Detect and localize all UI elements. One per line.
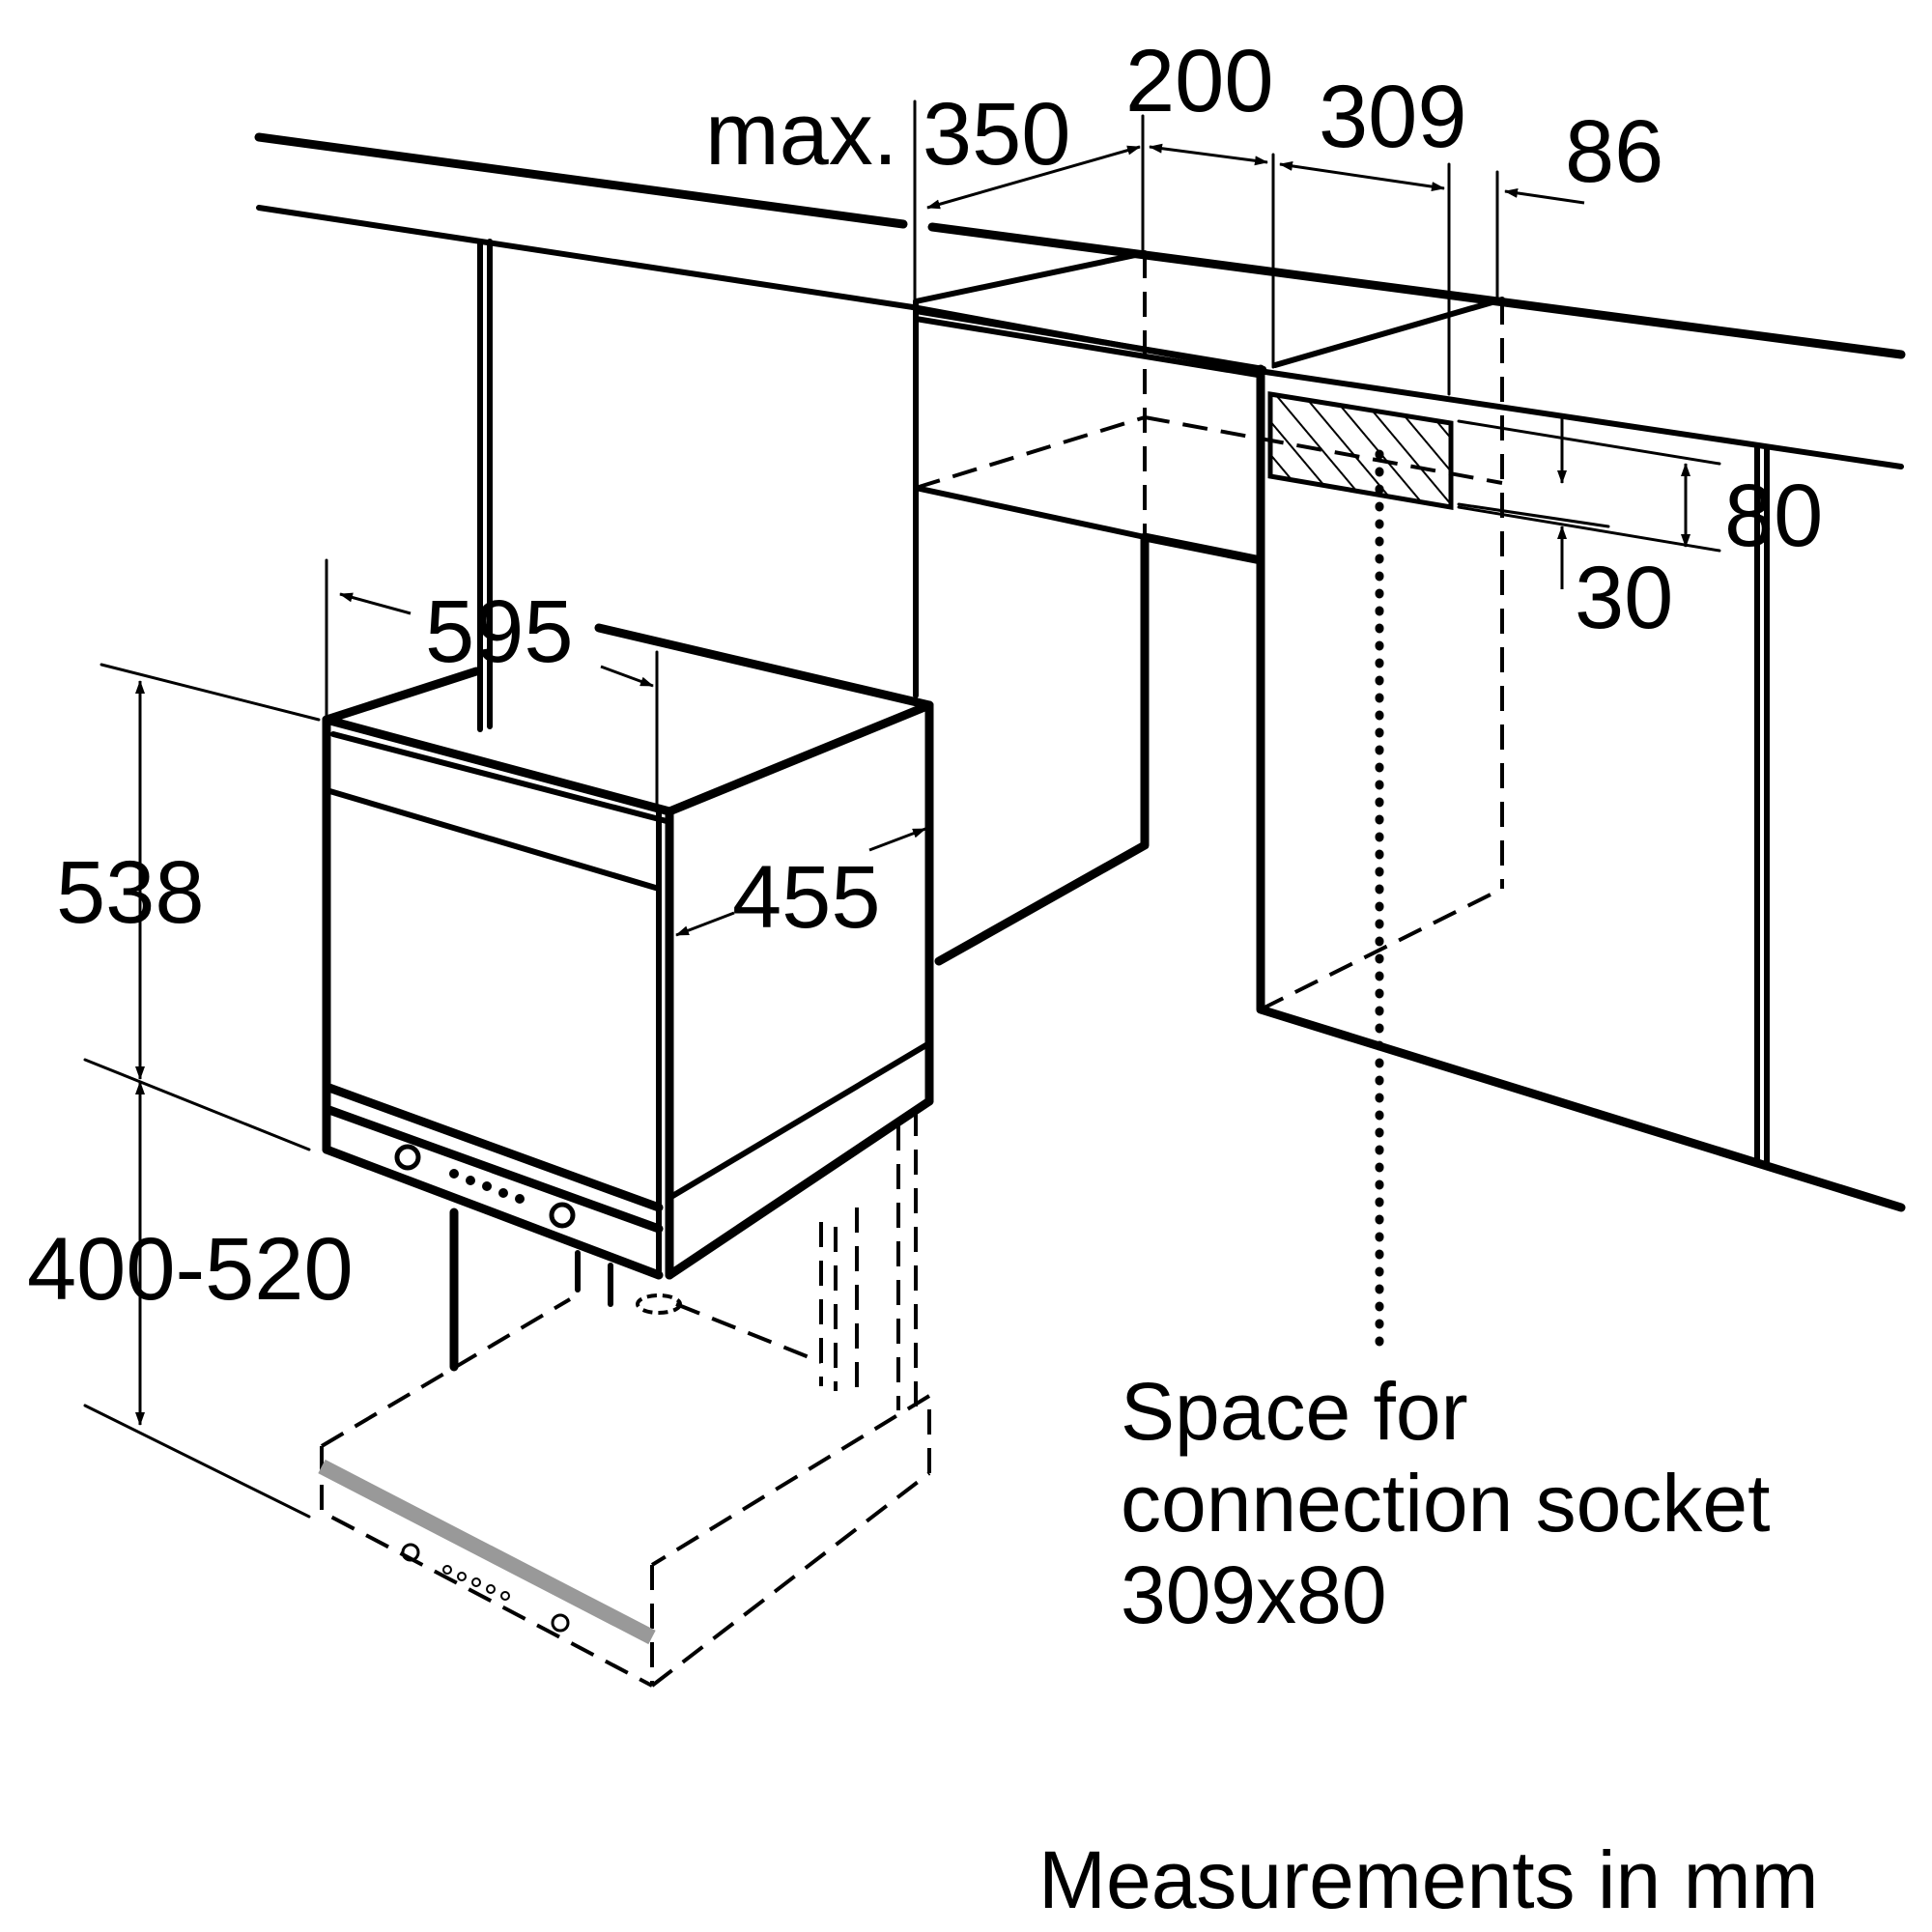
left-cabinet-post [477, 239, 493, 732]
dimension-455-label: 455 [732, 848, 881, 947]
dimension-595-label: 595 [425, 582, 574, 681]
dimension-400-520-label: 400-520 [27, 1220, 354, 1319]
dimension-max-350-label: max. 350 [705, 85, 1070, 184]
dimension-538-label: 538 [56, 843, 205, 942]
width-dimension-lines [325, 558, 659, 813]
dimension-86-label: 86 [1565, 102, 1663, 201]
dimension-80-label: 80 [1724, 467, 1823, 565]
top-dimension-lines [913, 99, 1585, 396]
right-cabinet-post [1754, 443, 1770, 1167]
socket-note-line-3: 309x80 [1121, 1549, 1387, 1640]
plinth-assembly [318, 1111, 931, 1688]
installation-niche [910, 250, 1906, 1212]
dimension-30-label: 30 [1575, 549, 1673, 647]
dimension-200-label: 200 [1125, 32, 1274, 130]
socket-note-line-2: connection socket [1121, 1458, 1770, 1548]
depth-dimension-lines [675, 827, 926, 937]
plinth-strip [318, 1459, 656, 1645]
dishwasher [322, 623, 934, 1372]
socket-height-dimension-lines [1457, 415, 1721, 589]
height-dimension-lines [83, 663, 321, 1519]
units-footer: Measurements in mm [1038, 1834, 1819, 1925]
connection-socket-area [1267, 391, 1454, 1352]
socket-note-line-1: Space for [1121, 1366, 1468, 1457]
dimension-309-label: 309 [1319, 68, 1467, 166]
